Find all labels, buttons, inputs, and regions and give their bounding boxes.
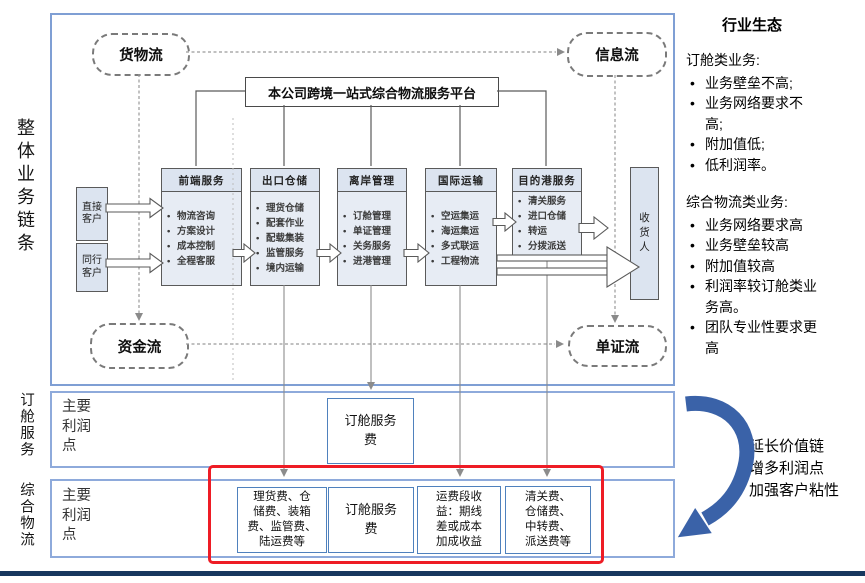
column-item: •境内运输: [256, 263, 305, 274]
platform-box: 本公司跨境一站式综合物流服务平台: [245, 77, 499, 107]
bullet-icon: •: [256, 248, 260, 259]
panel-bullet: 附加值低;: [686, 134, 818, 155]
column-item: •配套作业: [256, 218, 305, 229]
booking-fee-box: 订舱服务 费: [327, 398, 414, 464]
bullet-icon: •: [431, 210, 435, 222]
column-item: •成本控制: [167, 240, 216, 252]
section-heading-integrated: 综合物流类业务:: [686, 194, 788, 211]
column-intl-transport: 国际运输 •空运集运 •海运集运 •多式联运 •工程物流: [425, 168, 497, 286]
panel-bullet: 业务壁垒不高;: [686, 73, 818, 94]
bullet-icon: •: [256, 203, 260, 214]
column-item: •清关服务: [518, 196, 567, 207]
integrated-bullet-list: 业务网络要求高 业务壁垒较高 附加值较高 利润率较订舱类业务高。 团队专业性要求…: [686, 215, 818, 358]
bullet-icon: •: [343, 210, 347, 222]
bullet-icon: •: [518, 196, 522, 207]
integrated-fee-box-freight: 运费段收 益：期线 差或成本 加成收益: [417, 486, 501, 554]
column-item: •理货仓储: [256, 203, 305, 214]
column-title: 国际运输: [426, 169, 496, 192]
overall-chain-label: 整体业务链条: [15, 118, 35, 256]
highlight-red-frame: [208, 465, 604, 564]
bullet-icon: •: [167, 210, 171, 222]
panel-bullet: 业务网络要求高: [686, 215, 818, 236]
bullet-icon: •: [518, 211, 522, 222]
booking-profit-label: 主要 利润 点: [62, 399, 91, 455]
panel-bullet: 利润率较订舱类业务高。: [686, 276, 818, 317]
bullet-icon: •: [256, 263, 260, 274]
booking-row-label: 订舱服务: [18, 392, 34, 458]
column-item: •分拨派送: [518, 241, 567, 252]
info-flow-node: 信息流: [567, 32, 667, 77]
integrated-fee-box-warehouse: 理货费、仓 储费、装箱 费、监管费、 陆运费等: [237, 487, 327, 553]
integrated-fee-box-booking: 订舱服务 费: [328, 487, 414, 553]
panel-bullet: 低利润率。: [686, 155, 818, 176]
column-item: •订舱管理: [343, 210, 392, 222]
column-title: 出口仓储: [251, 169, 319, 192]
column-item: •监管服务: [256, 248, 305, 259]
direct-customer-box: 直接 客户: [76, 187, 108, 241]
column-item: •工程物流: [431, 255, 480, 267]
panel-bullet: 业务网络要求不高;: [686, 93, 818, 134]
integrated-row-label: 综合物流: [18, 482, 34, 548]
column-item: •全程客服: [167, 255, 216, 267]
bullet-icon: •: [431, 255, 435, 267]
column-item: •物流咨询: [167, 210, 216, 222]
bottom-divider-bar: [0, 571, 865, 576]
column-item: •多式联运: [431, 240, 480, 252]
column-destination-port: 目的港服务 •清关服务 •进口仓储 •转运 •分拨派送: [512, 168, 582, 256]
value-chain-curved-arrow: [677, 395, 755, 538]
peer-customer-box: 同行 客户: [76, 243, 108, 292]
value-chain-note: 延长价值链 增多利润点 加强客户粘性: [749, 438, 840, 499]
bullet-icon: •: [167, 225, 171, 237]
column-item: •配载集装: [256, 233, 305, 244]
section-heading-booking: 订舱类业务:: [686, 52, 760, 68]
overall-chain-frame: [50, 13, 675, 386]
document-flow-node: 单证流: [568, 325, 667, 367]
column-export-warehouse: 出口仓储 •理货仓储 •配套作业 •配载集装 •监管服务 •境内运输: [250, 168, 320, 286]
booking-bullet-list: 业务壁垒不高; 业务网络要求不高; 附加值低; 低利润率。: [686, 73, 818, 176]
column-offshore-mgmt: 离岸管理 •订舱管理 •单证管理 •关务服务 •进港管理: [337, 168, 407, 286]
column-item: •进港管理: [343, 255, 392, 267]
integrated-profit-label: 主要 利润 点: [62, 488, 91, 544]
column-item: •进口仓储: [518, 211, 567, 222]
bullet-icon: •: [518, 226, 522, 237]
column-item: •转运: [518, 226, 548, 237]
bullet-icon: •: [256, 218, 260, 229]
integrated-fee-box-customs: 清关费、 仓储费、 中转费、 派送费等: [505, 486, 591, 554]
column-item: •单证管理: [343, 225, 392, 237]
bullet-icon: •: [431, 225, 435, 237]
bullet-icon: •: [431, 240, 435, 252]
column-item: •关务服务: [343, 240, 392, 252]
bullet-icon: •: [167, 240, 171, 252]
panel-title: 行业生态: [721, 17, 782, 34]
column-item: •空运集运: [431, 210, 480, 222]
bullet-icon: •: [167, 255, 171, 267]
column-item: •方案设计: [167, 225, 216, 237]
panel-bullet: 团队专业性要求更高: [686, 317, 818, 358]
bullet-icon: •: [343, 240, 347, 252]
consignee-box: 收货人: [630, 167, 659, 300]
column-item: •海运集运: [431, 225, 480, 237]
column-title: 前端服务: [162, 169, 241, 192]
column-front-service: 前端服务 •物流咨询 •方案设计 •成本控制 •全程客服: [161, 168, 242, 286]
panel-bullet: 业务壁垒较高: [686, 235, 818, 256]
panel-bullet: 附加值较高: [686, 256, 818, 277]
bullet-icon: •: [343, 255, 347, 267]
bullet-icon: •: [518, 241, 522, 252]
column-title: 离岸管理: [338, 169, 406, 192]
industry-ecology-panel: 行业生态 订舱类业务: 业务壁垒不高; 业务网络要求不高; 附加值低; 低利润率…: [686, 14, 818, 358]
column-title: 目的港服务: [513, 169, 581, 192]
goods-flow-node: 货物流: [92, 33, 190, 76]
bullet-icon: •: [343, 225, 347, 237]
integrated-profit-row-frame: [50, 479, 675, 558]
capital-flow-node: 资金流: [90, 323, 189, 369]
bullet-icon: •: [256, 233, 260, 244]
